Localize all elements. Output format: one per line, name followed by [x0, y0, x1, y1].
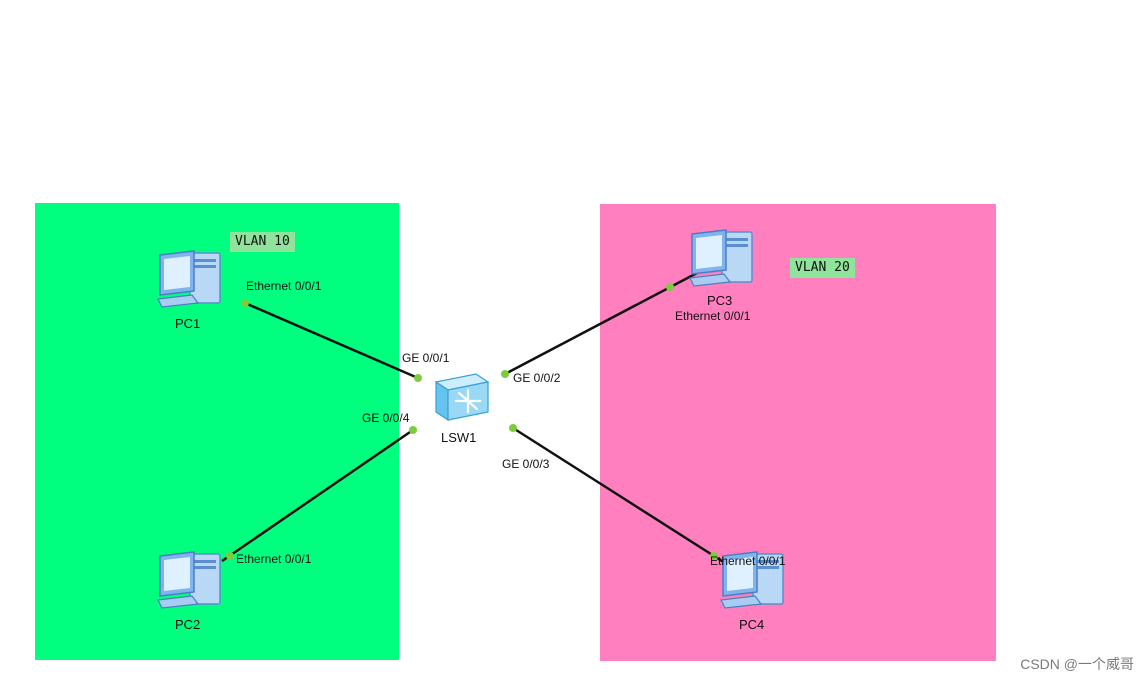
port-label-lsw1-ge003: GE 0/0/3: [502, 457, 550, 471]
port-dot-lsw1-ge003: [509, 424, 517, 432]
port-dot-lsw1-ge002: [501, 370, 509, 378]
port-label-lsw1-ge002: GE 0/0/2: [513, 371, 561, 385]
pc-icon[interactable]: [154, 548, 226, 612]
switch-icon[interactable]: [432, 370, 492, 422]
link-lsw1-pc2: [221, 428, 414, 563]
port-label-pc1-eth001: Ethernet 0/0/1: [246, 279, 322, 293]
vlan20-label: VLAN 20: [790, 258, 855, 278]
port-dot-pc2-eth001: [226, 552, 234, 560]
pc-icon[interactable]: [717, 548, 789, 612]
port-label-pc2-eth001: Ethernet 0/0/1: [236, 552, 312, 566]
pc3-label: PC3: [707, 293, 733, 308]
port-label-pc3-eth001: Ethernet 0/0/1: [675, 309, 751, 323]
port-dot-pc1-eth001: [241, 299, 249, 307]
vlan20-zone: [600, 204, 996, 661]
port-dot-pc4-eth001: [710, 552, 718, 560]
link-lsw1-pc4: [512, 426, 726, 565]
port-label-pc4-eth001: Ethernet 0/0/1: [710, 554, 786, 568]
port-dot-pc3-eth001: [666, 283, 674, 291]
pc4-label: PC4: [739, 617, 765, 632]
vlan10-label: VLAN 10: [230, 232, 295, 252]
port-label-lsw1-ge001: GE 0/0/1: [402, 351, 450, 365]
link-lsw1-pc1: [244, 301, 419, 380]
link-lsw1-pc3: [504, 271, 698, 376]
port-dot-lsw1-ge004: [409, 426, 417, 434]
pc1-label: PC1: [175, 316, 201, 331]
port-dot-lsw1-ge001: [414, 374, 422, 382]
port-label-lsw1-ge004: GE 0/0/4: [362, 411, 410, 425]
lsw1-label: LSW1: [441, 430, 477, 445]
pc-icon[interactable]: [686, 226, 758, 290]
pc-icon[interactable]: [154, 247, 226, 311]
pc2-label: PC2: [175, 617, 201, 632]
watermark: CSDN @一个威哥: [1020, 656, 1134, 672]
